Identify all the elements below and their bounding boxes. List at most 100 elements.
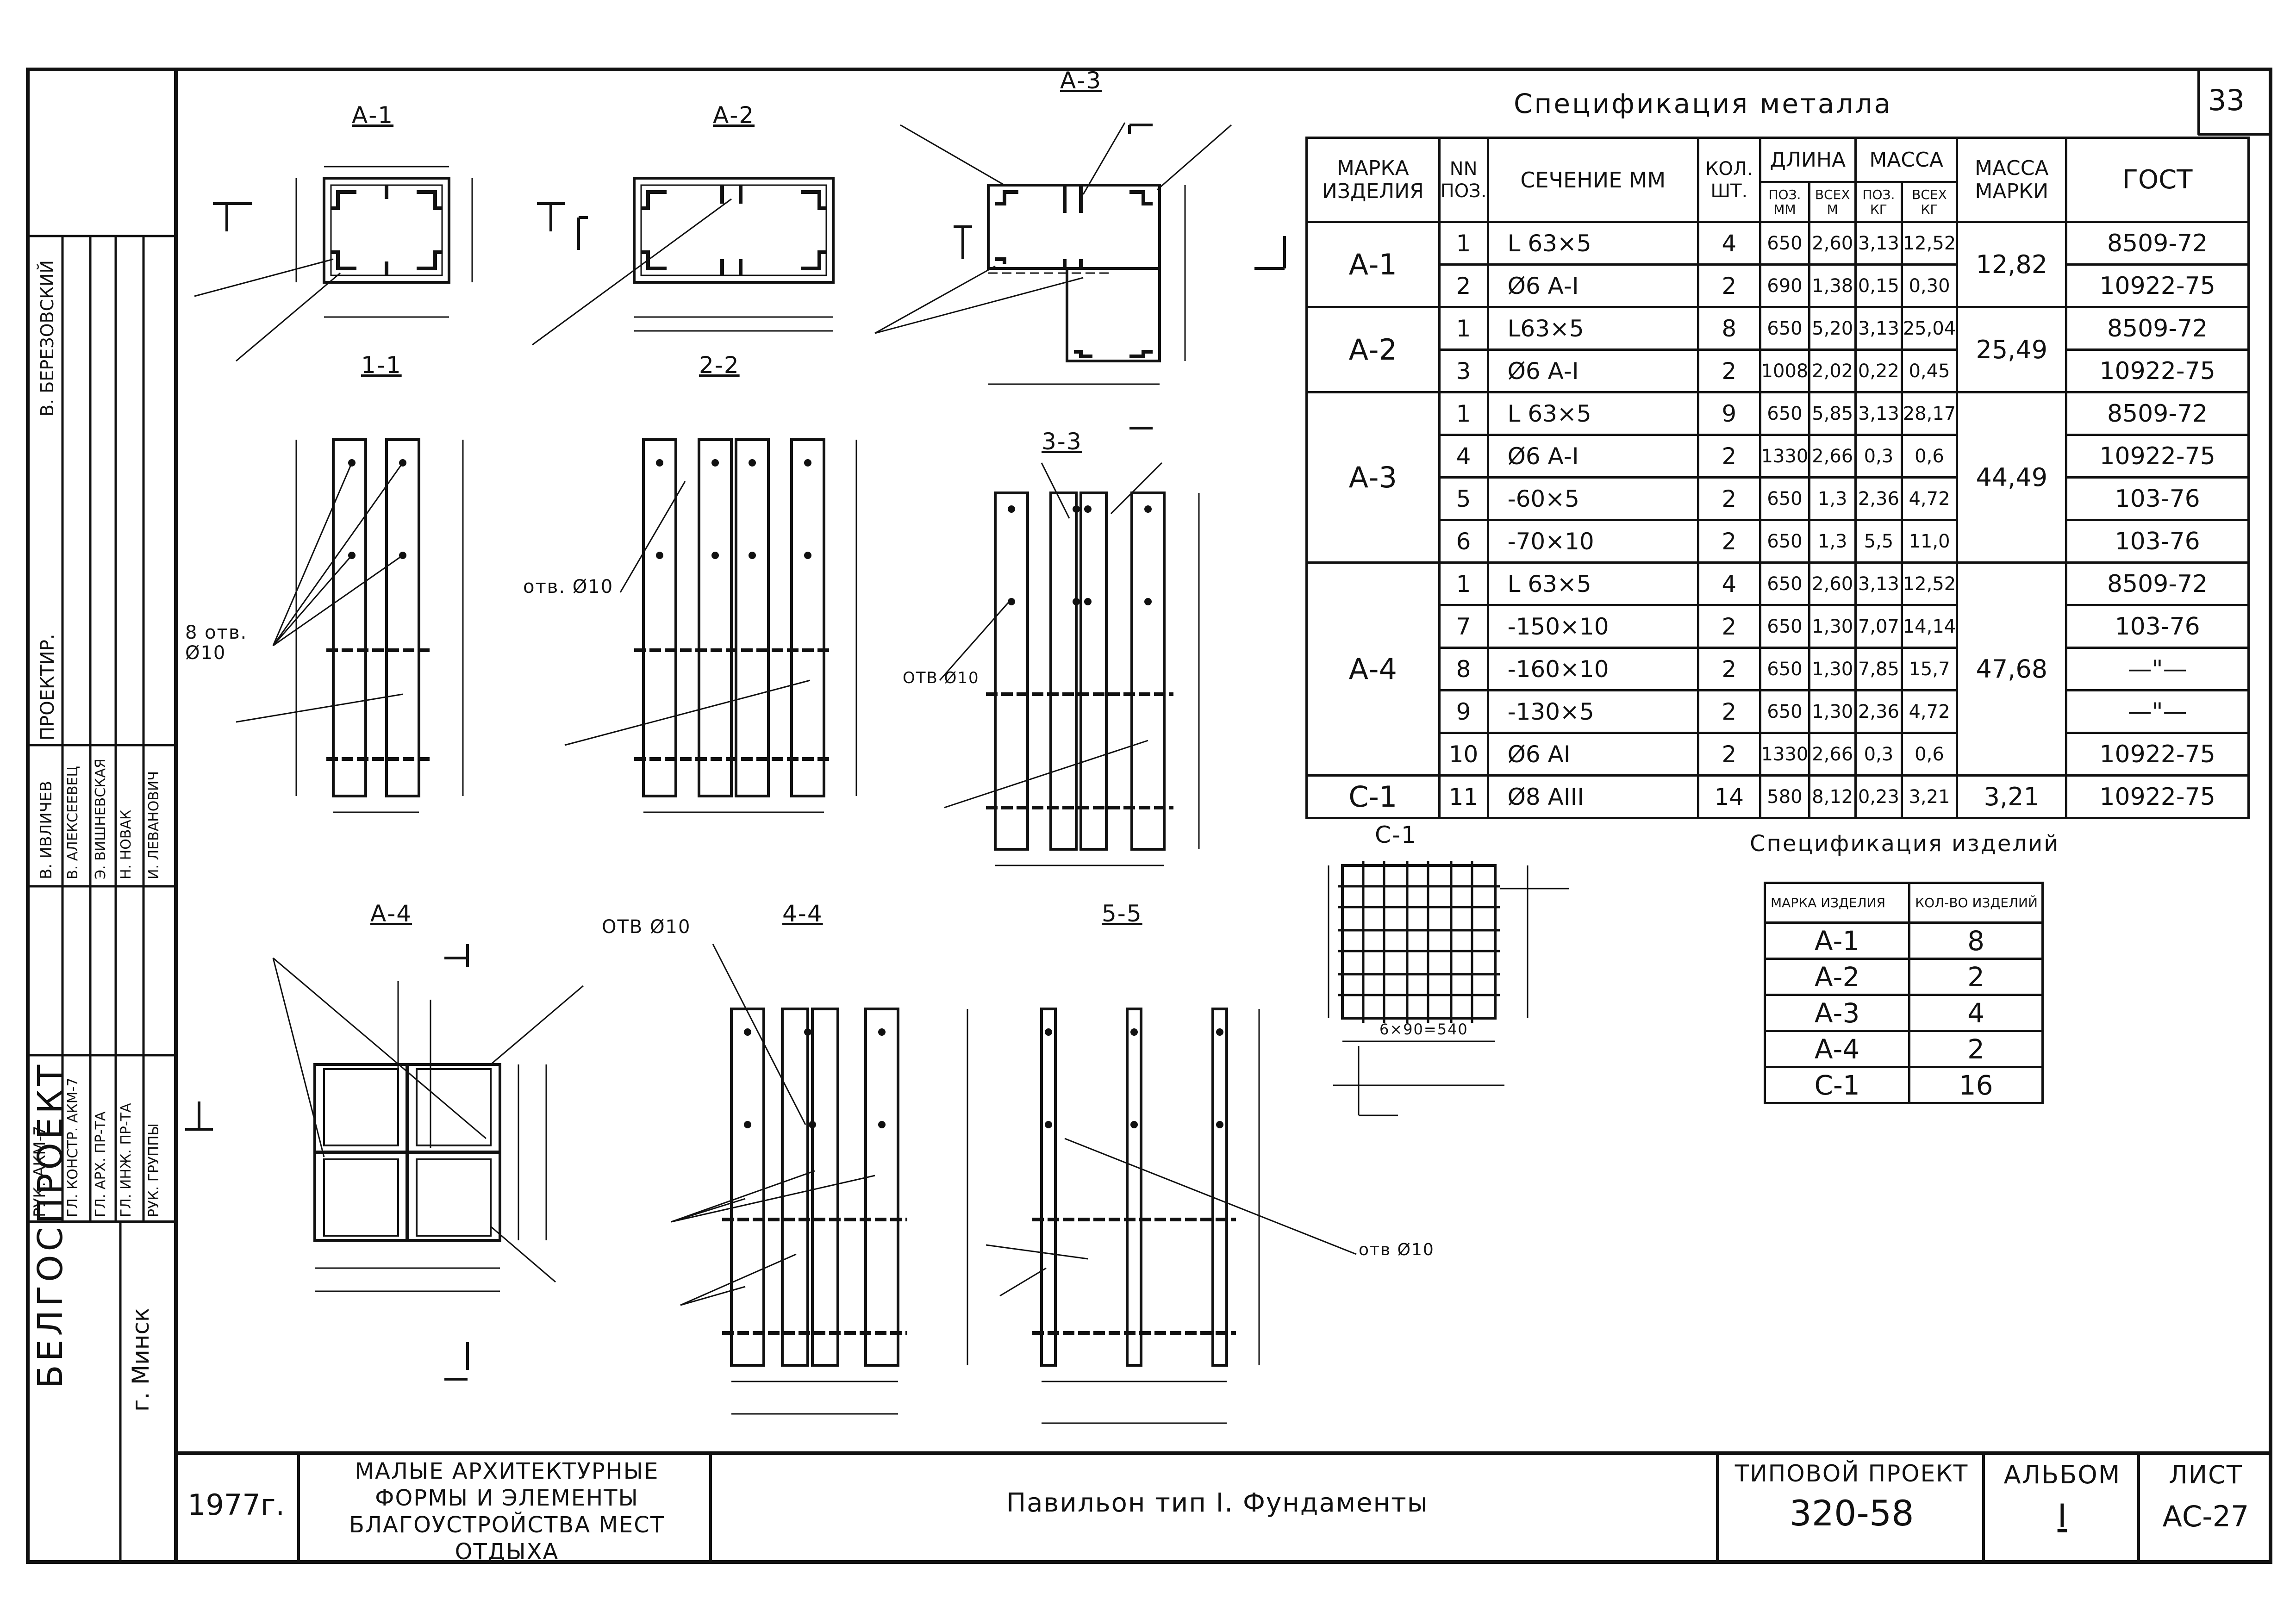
cell-length-all: 1,30 [1808,689,1857,734]
header-length-all: ВСЕХ М [1808,181,1857,223]
items-cell-mark: А-2 [1763,958,1911,996]
elevation-1-1 [236,438,464,813]
name-5: И. ЛЕВАНОВИЧ [146,771,162,879]
cell-gost: 103-76 [2065,519,2250,564]
name-2: В. АЛЕКСЕЕВЕЦ [65,766,81,879]
header-mass: МАССА [1854,137,1959,183]
note-hole-22: отв. Ø10 [523,576,614,597]
view-label-s22: 2-2 [699,352,740,379]
cell-mass-all: 25,04 [1900,306,1959,351]
items-cell-mark: С-1 [1763,1066,1911,1104]
cell-length-pos: 650 [1759,519,1811,564]
cell-length-pos: 1008 [1759,348,1811,393]
cell-pos: 4 [1438,434,1489,479]
cell-length-all: 5,85 [1808,391,1857,436]
cell-qty: 2 [1697,434,1761,479]
view-label-s33: 3-3 [1042,428,1082,455]
cell-length-pos: 650 [1759,476,1811,521]
cell-section: L 63×5 [1486,221,1700,266]
note-hole-44: ОТВ Ø10 [602,916,691,938]
cell-length-all: 5,20 [1808,306,1857,351]
view-label-s11: 1-1 [361,352,402,379]
cell-length-pos: 580 [1759,774,1811,819]
note-holes-8: 8 отв. Ø10 [185,622,248,664]
cell-mass-pos: 2,36 [1854,689,1903,734]
cell-pos: 1 [1438,391,1489,436]
name-3: Э. ВИШНЕВСКАЯ [93,759,109,879]
project-name: МАЛЫЕ АРХИТЕКТУРНЫЕ ФОРМЫ И ЭЛЕМЕНТЫ БЛА… [349,1458,665,1565]
note-grid-dim: 6×90=540 [1379,1020,1468,1038]
section-a3 [874,122,1286,429]
cell-gost: 8509-72 [2065,306,2250,351]
cell-qty: 2 [1697,476,1761,521]
cell-qty: 14 [1697,774,1761,819]
header-length: ДЛИНА [1759,137,1857,183]
cell-length-pos: 690 [1759,263,1811,308]
cell-mass-all: 12,52 [1900,221,1959,266]
header-qty: КОЛ. ШТ. [1697,137,1761,223]
view-label-a2: А-2 [713,102,755,129]
cell-length-pos: 1330 [1759,434,1811,479]
role-1: РУК. АКМ-7 [31,1126,49,1217]
cell-length-pos: 650 [1759,561,1811,606]
cell-gost: —"— [2065,689,2250,734]
cell-gost: 8509-72 [2065,221,2250,266]
view-label-s44: 4-4 [782,900,823,927]
cell-section: Ø8 АIII [1486,774,1700,819]
cell-length-all: 1,30 [1808,647,1857,691]
title-year: 1977г. [187,1488,285,1522]
view-label-a4: А-4 [370,900,412,927]
cell-pos: 1 [1438,561,1489,606]
header-mass-pos: ПОЗ. КГ [1854,181,1903,223]
cell-mass-pos: 3,13 [1854,391,1903,436]
cell-mass-all: 14,14 [1900,604,1959,649]
cell-mass-pos: 0,23 [1854,774,1903,819]
cell-section: L63×5 [1486,306,1700,351]
cell-mass-all: 12,52 [1900,561,1959,606]
cell-mass-all: 4,72 [1900,476,1959,521]
items-header-mark: МАРКА ИЗДЕЛИЯ [1763,882,1911,924]
cell-length-all: 1,3 [1808,519,1857,564]
cell-section: Ø6 А-I [1486,263,1700,308]
header-gost: ГОСТ [2065,137,2250,223]
cell-mass-pos: 3,13 [1854,561,1903,606]
cell-mass-pos: 5,5 [1854,519,1903,564]
header-mark: МАРКА ИЗДЕЛИЯ [1305,137,1441,223]
cell-mass-all: 0,6 [1900,732,1959,777]
cell-mass-all: 4,72 [1900,689,1959,734]
cell-mass-pos: 0,3 [1854,434,1903,479]
view-label-a1: А-1 [352,102,394,129]
section-a4 [185,944,584,1381]
cell-mass-pos: 7,07 [1854,604,1903,649]
items-cell-mark: А-4 [1763,1030,1911,1068]
cell-pos: 1 [1438,221,1489,266]
cell-mark: С-1 [1305,774,1441,819]
mesh-c1 [1328,861,1569,1116]
org-city: г. Минск [127,1307,154,1412]
cell-mark: А-1 [1305,221,1441,308]
name-4: Н. НОВАК [118,809,134,879]
outer-frame [26,68,2272,1564]
cell-gost: 10922-75 [2065,434,2250,479]
cell-section: -150×10 [1486,604,1700,649]
header-mass-all: ВСЕХ КГ [1900,181,1959,223]
cell-mass-mark: 12,82 [1956,221,2068,308]
cell-pos: 8 [1438,647,1489,691]
cell-section: L 63×5 [1486,391,1700,436]
section-a1 [194,166,473,362]
